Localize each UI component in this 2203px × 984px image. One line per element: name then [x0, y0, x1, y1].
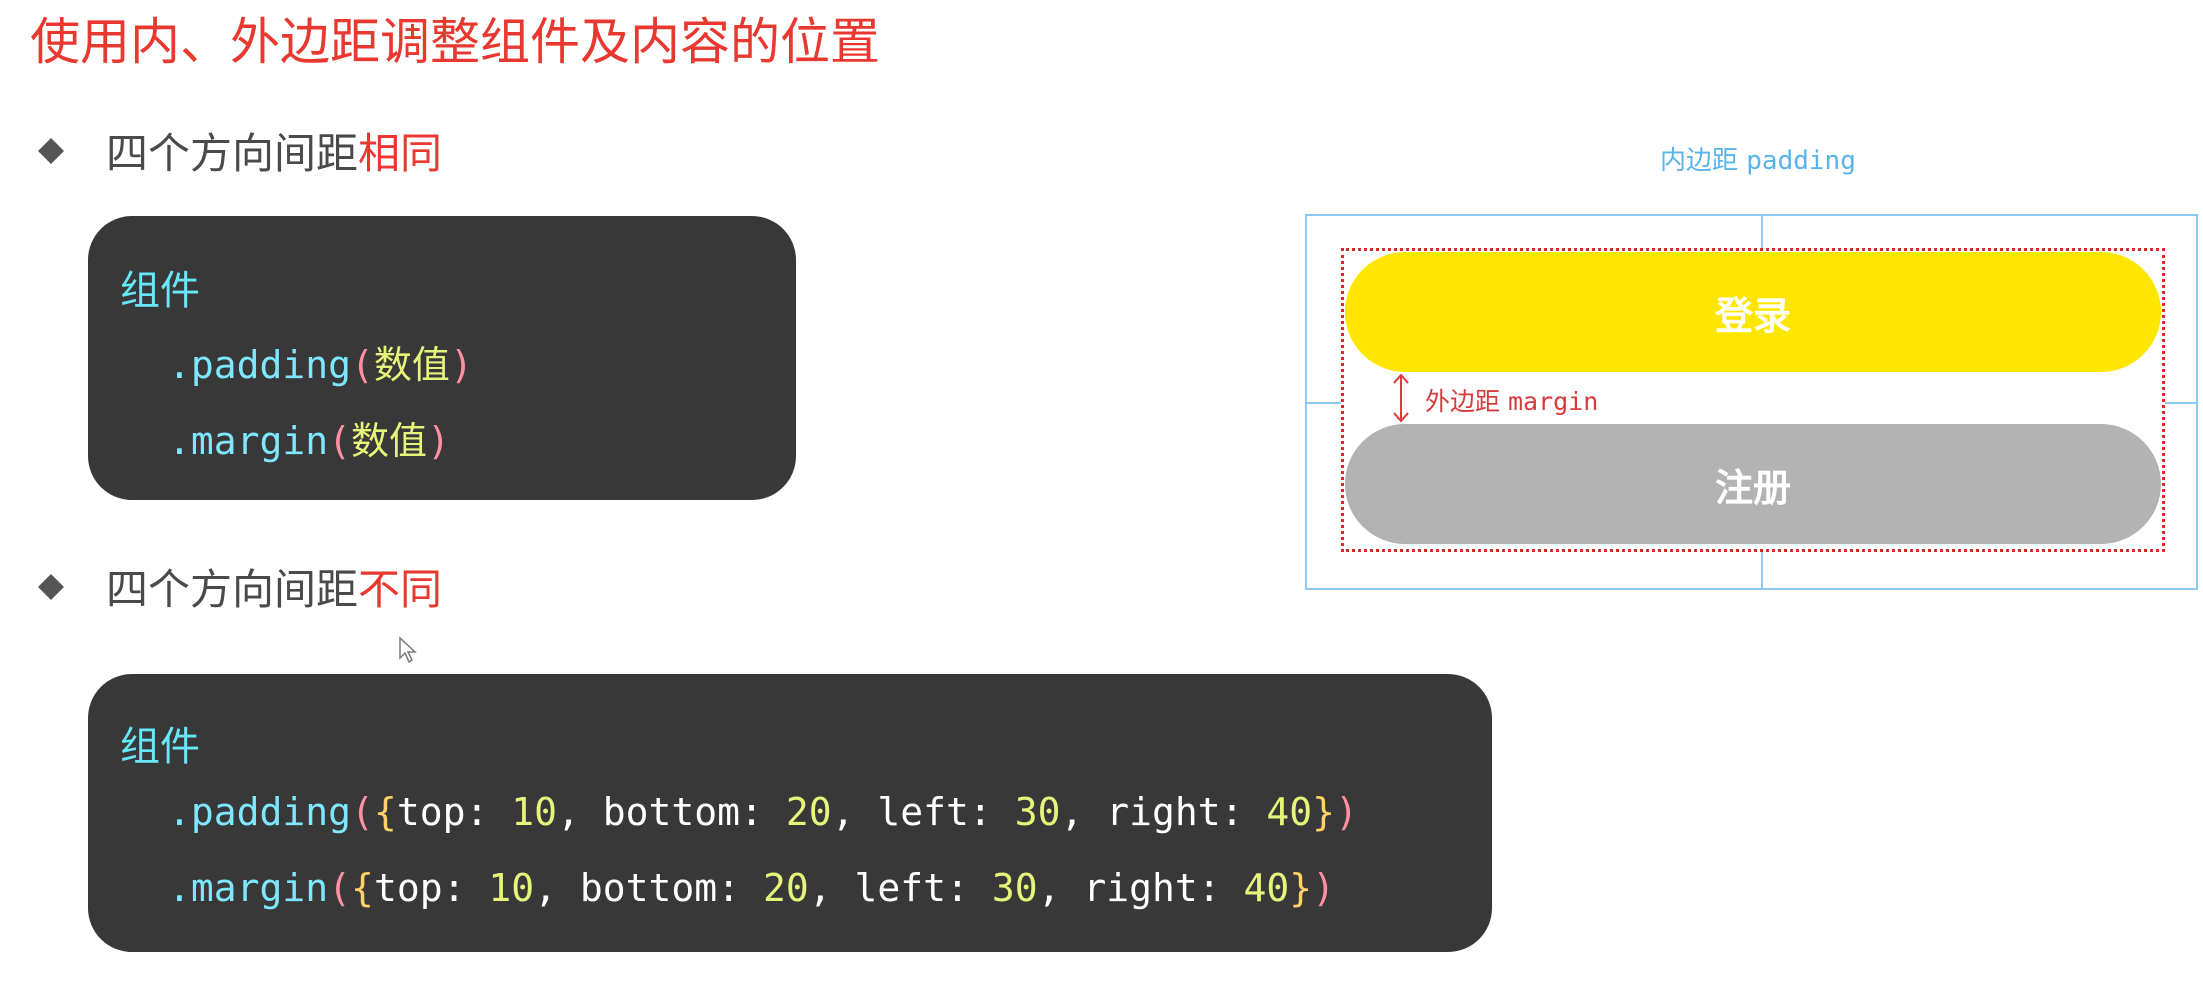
- diamond-bullet-icon: [36, 136, 66, 166]
- bullet-highlight: 相同: [358, 129, 443, 178]
- padding-label: 内边距 padding: [1660, 146, 1856, 176]
- padding-tick-top: [1761, 214, 1763, 250]
- diamond-bullet-icon: [36, 572, 66, 602]
- padding-tick-right: [2165, 402, 2198, 404]
- margin-dotted-box: [1341, 248, 2165, 552]
- margin-arrow-icon: [1393, 373, 1409, 423]
- code-component: 组件: [120, 268, 200, 314]
- bullet-highlight: 不同: [358, 565, 443, 614]
- bullet-same-spacing: 四个方向间距相同: [106, 120, 442, 181]
- code-component: 组件: [120, 724, 200, 770]
- code-line-padding-object: .padding({top: 10, bottom: 20, left: 30,…: [168, 790, 1358, 834]
- margin-label: 外边距 margin: [1425, 387, 1599, 416]
- padding-tick-bottom: [1761, 552, 1763, 590]
- register-button[interactable]: 注册: [1345, 424, 2161, 544]
- mouse-cursor-icon: [398, 636, 418, 668]
- bullet-text: 四个方向间距: [106, 129, 359, 178]
- bullet-different-spacing: 四个方向间距不同: [106, 556, 442, 617]
- code-line-margin: .margin(数值): [168, 419, 450, 463]
- code-block-different: 组件 .padding({top: 10, bottom: 20, left: …: [88, 674, 1492, 952]
- login-button[interactable]: 登录: [1345, 252, 2161, 372]
- padding-tick-left: [1305, 402, 1341, 404]
- bullet-text: 四个方向间距: [106, 565, 359, 614]
- code-line-padding: .padding(数值): [168, 343, 473, 387]
- padding-margin-diagram: 内边距 padding 登录 外边距 margin 注册: [1305, 130, 2200, 600]
- code-block-same: 组件 .padding(数值) .margin(数值): [88, 216, 796, 500]
- code-line-margin-object: .margin({top: 10, bottom: 20, left: 30, …: [168, 866, 1336, 910]
- slide-title: 使用内、外边距调整组件及内容的位置: [30, 13, 880, 71]
